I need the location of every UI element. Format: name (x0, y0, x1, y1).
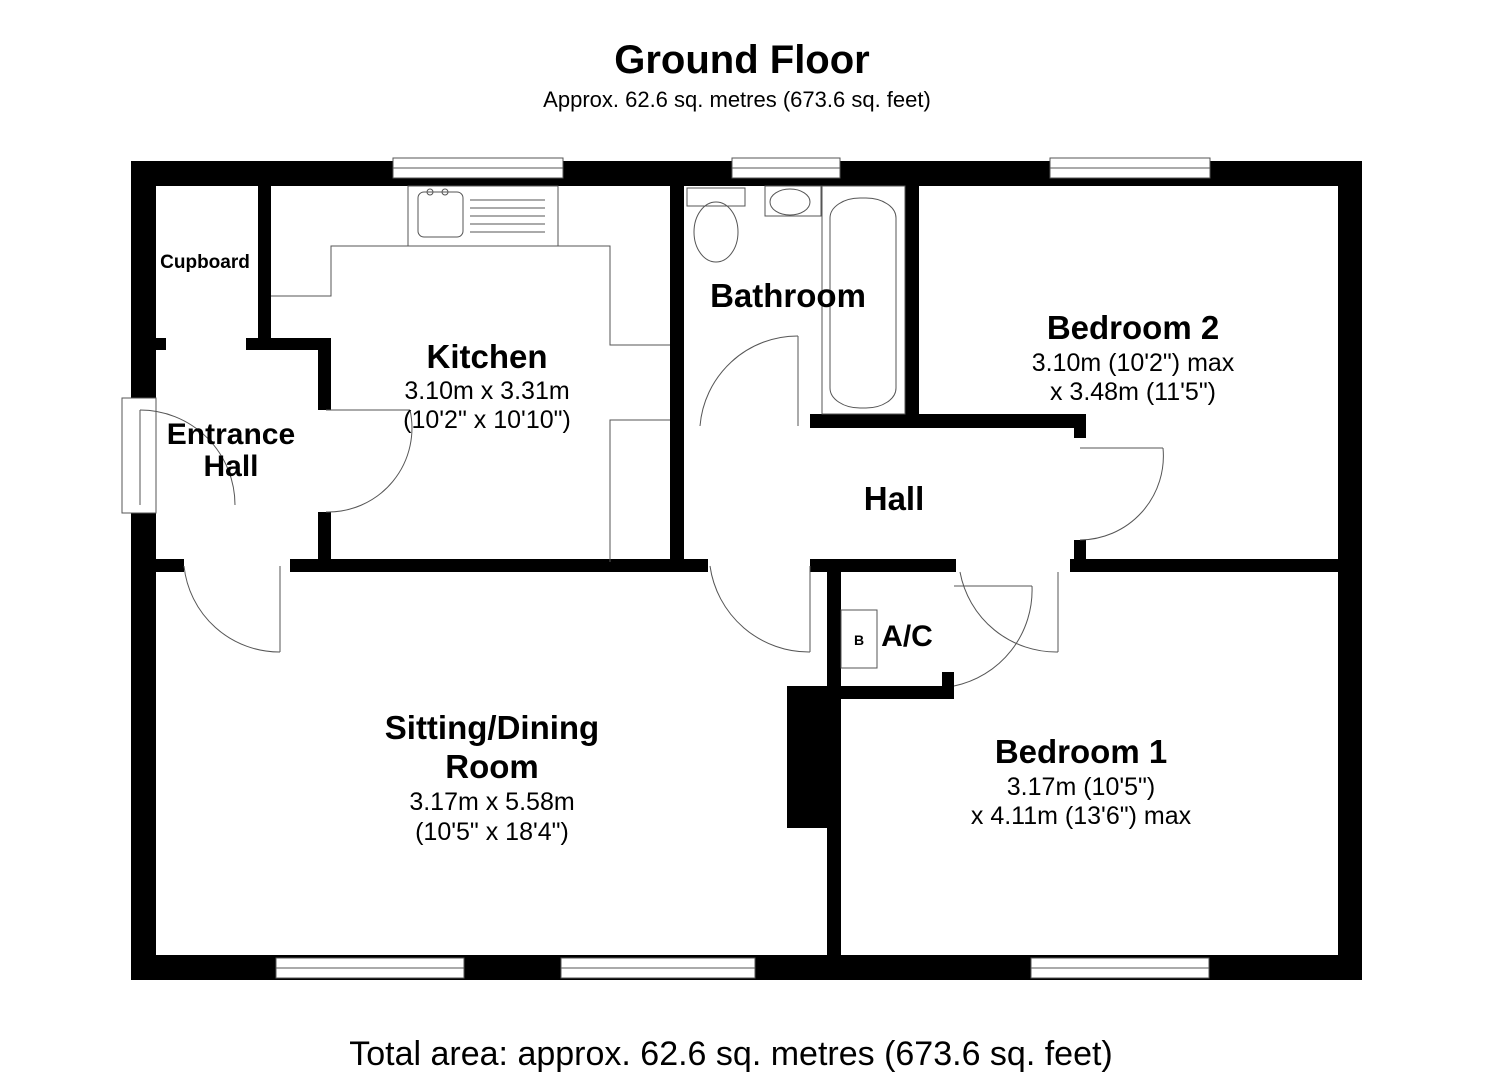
chimney-breast (787, 686, 827, 828)
ac-label: A/C (881, 620, 933, 653)
plan-title: Ground Floor (614, 38, 870, 82)
sitting-dim-1: 3.17m x 5.58m (409, 788, 574, 816)
cupboard-wall-bottom (246, 338, 331, 350)
wc-cistern (686, 187, 746, 207)
plan-subtitle: Approx. 62.6 sq. metres (673.6 sq. feet) (543, 87, 931, 112)
interior-walls (156, 186, 1338, 955)
mid-wall-right (810, 559, 956, 572)
entrance-hall-label-2: Hall (203, 450, 258, 483)
bath (821, 185, 906, 415)
bedroom2-door-stub-top (1074, 414, 1086, 438)
kitchen-bath-wall-upper (670, 186, 684, 426)
mid-wall-center (290, 559, 708, 572)
bedroom1-label: Bedroom 1 (995, 733, 1167, 770)
ac-door-stub (942, 672, 954, 686)
bedroom1-dim-2: x 4.11m (13'6") max (971, 802, 1192, 830)
cupboard-wall-right (258, 186, 271, 338)
hall-label: Hall (864, 480, 925, 517)
wall-left (131, 161, 156, 980)
bedroom2-door-stub-bottom (1074, 540, 1086, 562)
wall-right (1338, 161, 1362, 980)
bedroom2-dim-1: 3.10m (10'2") max (1032, 349, 1235, 377)
door-swings (183, 335, 1164, 687)
total-area: Total area: approx. 62.6 sq. metres (673… (349, 1035, 1113, 1073)
sitting-bed1-wall (827, 572, 841, 955)
entrance-hall-label-1: Entrance (167, 418, 295, 451)
windows (275, 157, 1211, 979)
cupboard-label: Cupboard (160, 252, 250, 273)
basin (764, 185, 822, 217)
mid-wall-left (156, 559, 184, 572)
sink-unit (407, 185, 559, 247)
kitchen-dim-1: 3.10m x 3.31m (404, 377, 569, 405)
front-door (121, 397, 236, 514)
cupboard-wall-stub (156, 338, 166, 350)
boiler-label: B (854, 632, 864, 648)
bedroom2-dim-2: x 3.48m (11'5") (1050, 378, 1216, 406)
wc-bowl (693, 201, 739, 263)
sink-bowl (417, 191, 464, 238)
kitchen-label: Kitchen (426, 338, 547, 375)
bedroom2-label: Bedroom 2 (1047, 309, 1219, 346)
kitchen-dim-2: (10'2" x 10'10") (403, 406, 571, 434)
bathroom-label: Bathroom (710, 277, 866, 314)
kitchen-hall-wall (670, 426, 684, 562)
bath-bed2-wall (905, 186, 919, 414)
sitting-dim-2: (10'5" x 18'4") (415, 818, 569, 846)
ac-bottom-wall (841, 686, 954, 699)
bedroom1-dim-1: 3.17m (10'5") (1007, 773, 1155, 801)
sitting-label-1: Sitting/Dining (385, 709, 599, 746)
bedroom2-bottom-wall (1070, 559, 1338, 572)
kitchen-worktop (271, 185, 670, 562)
kitchen-wall-left-lower (318, 512, 331, 562)
sitting-label-2: Room (445, 748, 539, 785)
boiler-box (840, 609, 878, 669)
kitchen-wall-left-upper (318, 338, 331, 410)
bath-bottom-wall (810, 414, 1086, 428)
bathroom-fittings (686, 185, 906, 415)
